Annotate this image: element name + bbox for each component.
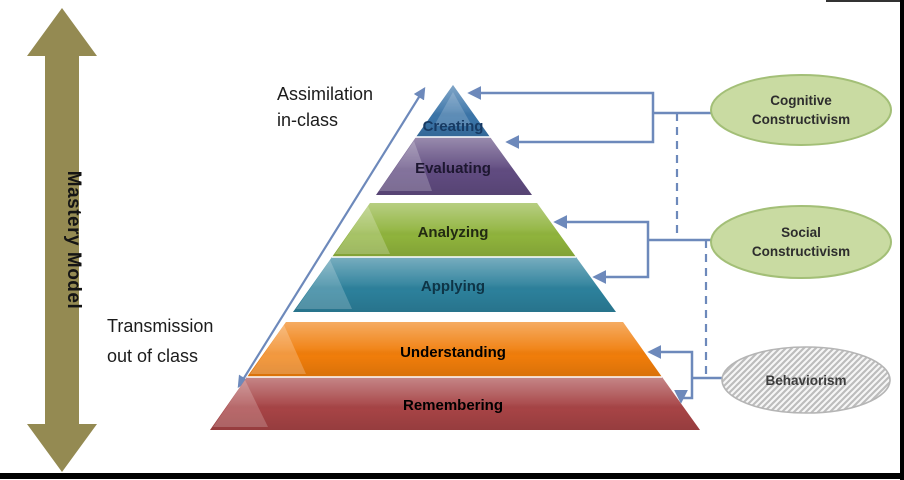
level-label-understanding: Understanding [400,344,506,361]
remembering-highlight [213,380,268,427]
analyzing-highlight [335,206,390,254]
assimilation-line1: Assimilation [277,84,373,104]
bloom-pyramid: Creating Evaluating Analyzing Applying U… [210,85,700,430]
mastery-model-arrow [27,8,97,472]
social-constructivism-line2: Constructivism [752,244,850,259]
creating-highlight [434,92,472,126]
understanding-gloss [247,322,662,377]
behaviorism-line1: Behaviorism [765,373,846,388]
evaluating-gloss [376,137,532,195]
level-label-analyzing: Analyzing [418,224,489,241]
frame-border-right [900,0,904,480]
theory-connectors [467,86,723,404]
level-label-remembering: Remembering [403,397,503,414]
level-label-creating: Creating [423,118,484,135]
connector-bracket-social [553,215,650,284]
mastery-model-label: Mastery Model [63,171,84,309]
social-constructivism-line1: Social [781,225,821,240]
remembering-gloss [210,377,700,430]
behaviorism-ellipse [721,346,891,414]
analyzing-gloss [332,203,576,257]
theory-ellipses: Cognitive Constructivism Social Construc… [710,74,892,414]
assimilation-line2: in-class [277,110,338,130]
social-constructivism-ellipse [710,205,892,279]
cognitive-constructivism-line2: Constructivism [752,112,850,127]
assimilation-transmission-arrow [237,86,426,389]
connector-bracket-cognitive [467,86,655,149]
applying-gloss [293,257,616,312]
applying-highlight [296,260,352,309]
understanding-highlight [250,325,306,374]
assimilation-label: Assimilation in-class [277,84,373,130]
transmission-line1: Transmission [107,316,213,336]
level-label-evaluating: Evaluating [415,160,491,177]
cognitive-constructivism-line1: Cognitive [770,93,832,108]
transmission-line2: out of class [107,346,198,366]
transmission-label: Transmission out of class [107,316,213,366]
level-label-applying: Applying [421,278,485,295]
cognitive-constructivism-ellipse [710,74,892,146]
frame-border-bottom [0,473,904,479]
frame-border-top-right [826,0,904,2]
connector-bracket-behaviorism [647,345,694,404]
evaluating-highlight [379,141,432,191]
